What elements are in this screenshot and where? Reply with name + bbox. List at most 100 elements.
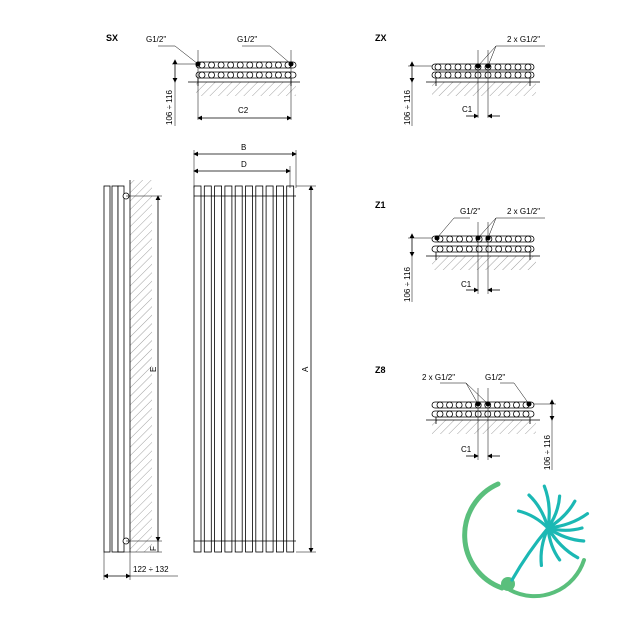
tube-column	[286, 185, 295, 553]
tube-section	[454, 71, 462, 79]
tube-section	[494, 71, 502, 79]
dandelion-logo	[462, 481, 590, 599]
tube-section	[513, 410, 520, 418]
tube-section	[465, 401, 473, 409]
tube-section	[446, 235, 454, 243]
offset-dim-label: C1	[461, 280, 472, 289]
tube-column	[255, 185, 264, 553]
view-sx: SX G1/2" G1/2" 106 ÷ 116 C2	[106, 33, 300, 126]
tube-section	[503, 410, 511, 418]
tube-section	[236, 71, 244, 79]
connection-label: G1/2"	[146, 35, 166, 44]
tube-section	[217, 71, 225, 79]
wall-hatch	[432, 82, 536, 96]
front-view: B D A	[193, 143, 316, 553]
tube-section	[522, 410, 530, 418]
tube-section	[493, 410, 501, 418]
tube-section	[227, 61, 235, 69]
connection-label: G1/2"	[460, 207, 480, 216]
connection-label: G1/2"	[237, 35, 257, 44]
tube-section	[446, 401, 453, 409]
dim-f-label: F	[149, 546, 158, 551]
tube-section	[198, 71, 206, 79]
tube-section	[454, 63, 462, 71]
tube-row	[431, 401, 535, 418]
tube-section	[464, 63, 472, 71]
tube-section	[465, 235, 473, 243]
tube-column	[245, 185, 253, 553]
width-dim-label: C2	[238, 106, 249, 115]
tube-section	[246, 71, 254, 79]
logo-stem	[510, 526, 550, 582]
tube-section	[275, 61, 282, 69]
tube-section	[255, 71, 263, 79]
tube-section	[446, 245, 454, 253]
tube-section	[455, 401, 463, 409]
tube-section	[524, 63, 532, 71]
tube-columns	[193, 185, 295, 553]
tube-section	[208, 71, 215, 79]
logo-ray	[527, 493, 550, 530]
tube-section	[208, 61, 215, 69]
tube-column	[214, 185, 223, 553]
view-zx: ZX 2 x G1/2" 106 ÷ 116 C1	[375, 33, 545, 126]
tube-section	[505, 235, 512, 243]
tube-section	[246, 61, 254, 69]
tube-section	[493, 401, 501, 409]
tube-column	[193, 185, 202, 553]
tube-section	[495, 235, 503, 243]
tube-column	[203, 185, 212, 553]
tube-column	[234, 185, 243, 553]
height-dim-label: 106 ÷ 116	[165, 90, 174, 125]
tube-section	[227, 71, 235, 79]
tube-section	[503, 401, 511, 409]
tube-section	[436, 245, 444, 253]
dim-d-label: D	[241, 160, 247, 169]
tube-section	[475, 245, 483, 253]
side-view: E F 122 ÷ 132	[103, 180, 178, 580]
tube-section	[505, 245, 512, 253]
view-label-zx: ZX	[375, 33, 387, 43]
logo-ray	[542, 484, 551, 530]
view-z8: Z8 2 x G1/2" G1/2" 106 ÷ 116 C1	[375, 365, 556, 470]
tube-section	[504, 63, 512, 71]
tube-section	[444, 63, 452, 71]
tube-section	[524, 235, 532, 243]
dim-b-label: B	[241, 143, 246, 152]
tube-section	[504, 71, 512, 79]
wall-hatch	[432, 420, 536, 434]
tube-row	[431, 63, 535, 79]
tube-row	[431, 235, 535, 253]
tube-column	[224, 185, 233, 553]
wall-hatch	[130, 180, 152, 552]
tube-section	[265, 71, 273, 79]
wall-hatch	[432, 256, 536, 270]
tube-section	[436, 410, 444, 418]
tube-section	[255, 61, 263, 69]
connection-label: 2 x G1/2"	[507, 35, 540, 44]
view-label-z8: Z8	[375, 365, 386, 375]
offset-dim-label: C1	[462, 105, 473, 114]
height-dim-label: 106 ÷ 116	[543, 435, 552, 470]
tube-section	[514, 245, 522, 253]
tube-section	[456, 235, 463, 243]
tube-section	[284, 71, 292, 79]
tube-section	[446, 410, 453, 418]
tube-section	[514, 63, 522, 71]
dim-e-label: E	[149, 367, 158, 372]
height-dim-label: 106 ÷ 116	[403, 90, 412, 125]
tube-section	[465, 410, 473, 418]
wall-hatch	[196, 82, 296, 96]
tube-section	[464, 71, 472, 79]
tube-section	[434, 63, 442, 71]
view-z1: Z1 G1/2" 2 x G1/2" 106 ÷ 116 C1	[375, 200, 545, 302]
tube-section	[265, 61, 273, 69]
tube-section	[513, 401, 520, 409]
tube-section	[444, 71, 452, 79]
view-label-sx: SX	[106, 33, 118, 43]
tube-section	[465, 245, 473, 253]
tube-column	[275, 185, 284, 553]
tube-section	[524, 245, 532, 253]
view-label-z1: Z1	[375, 200, 386, 210]
